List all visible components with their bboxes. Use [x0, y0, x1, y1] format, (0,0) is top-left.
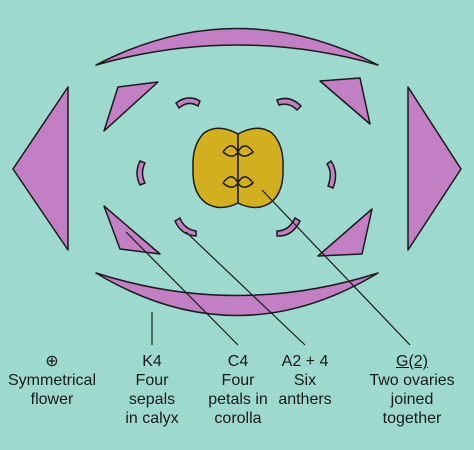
- label-corolla: C4 Four petals in corolla: [195, 352, 281, 428]
- pointer-gynoecium: [261, 189, 411, 346]
- gynoecium-line1: Two ovaries: [369, 372, 455, 389]
- petal-top-right: [319, 77, 371, 125]
- gynoecium-ovary: [192, 127, 284, 209]
- sepal-bottom: [95, 272, 379, 317]
- anther-left: [136, 160, 147, 186]
- gynoecium-line2: joined: [390, 391, 434, 408]
- label-symmetry: ⊕ Symmetrical flower: [6, 352, 98, 409]
- corolla-line3: corolla: [214, 410, 262, 427]
- pointer-lines: [125, 189, 411, 346]
- anther-bottom-left: [174, 216, 197, 237]
- sepal-top: [95, 27, 379, 66]
- pointer-androecium: [185, 231, 306, 346]
- anther-top-right: [276, 97, 303, 112]
- label-calyx: K4 Four sepals in calyx: [111, 352, 193, 428]
- ovule-bottom: [222, 176, 255, 188]
- gynoecium-formula: G(2): [396, 353, 428, 370]
- corolla-formula: C4: [227, 353, 249, 370]
- symmetry-line1: Symmetrical: [7, 372, 96, 389]
- anther-right: [325, 159, 337, 189]
- corolla-petals: [103, 77, 373, 257]
- anther-bottom-right: [276, 216, 301, 237]
- petal-bottom-left: [103, 205, 161, 255]
- symmetry-symbol: ⊕: [45, 353, 59, 370]
- pointer-corolla: [125, 231, 239, 346]
- calyx-line2: sepals: [128, 391, 176, 408]
- androecium-line2: anthers: [278, 391, 332, 408]
- androecium-formula: A2 + 4: [281, 353, 329, 370]
- calyx-line3: in calyx: [125, 410, 179, 427]
- corolla-line2: petals in: [208, 391, 268, 408]
- calyx-sepals: [12, 27, 462, 317]
- label-androecium: A2 + 4 Six anthers: [265, 352, 345, 409]
- androecium-line1: Six: [293, 372, 317, 389]
- ovary-right-lobe: [237, 127, 284, 209]
- sepal-right: [407, 86, 462, 251]
- ovary-left-lobe: [192, 127, 239, 209]
- ovule-top: [222, 145, 255, 157]
- anther-top-left: [175, 97, 201, 110]
- petal-bottom-right: [317, 208, 373, 257]
- label-gynoecium: G(2) Two ovaries joined together: [356, 352, 468, 428]
- calyx-line1: Four: [135, 372, 169, 389]
- petal-top-left: [103, 81, 159, 132]
- gynoecium-line3: together: [382, 410, 442, 427]
- androecium-anthers: [136, 97, 337, 237]
- symmetry-line2: flower: [30, 391, 74, 408]
- sepal-left: [12, 86, 69, 251]
- calyx-formula: K4: [142, 353, 162, 370]
- corolla-line1: Four: [221, 372, 255, 389]
